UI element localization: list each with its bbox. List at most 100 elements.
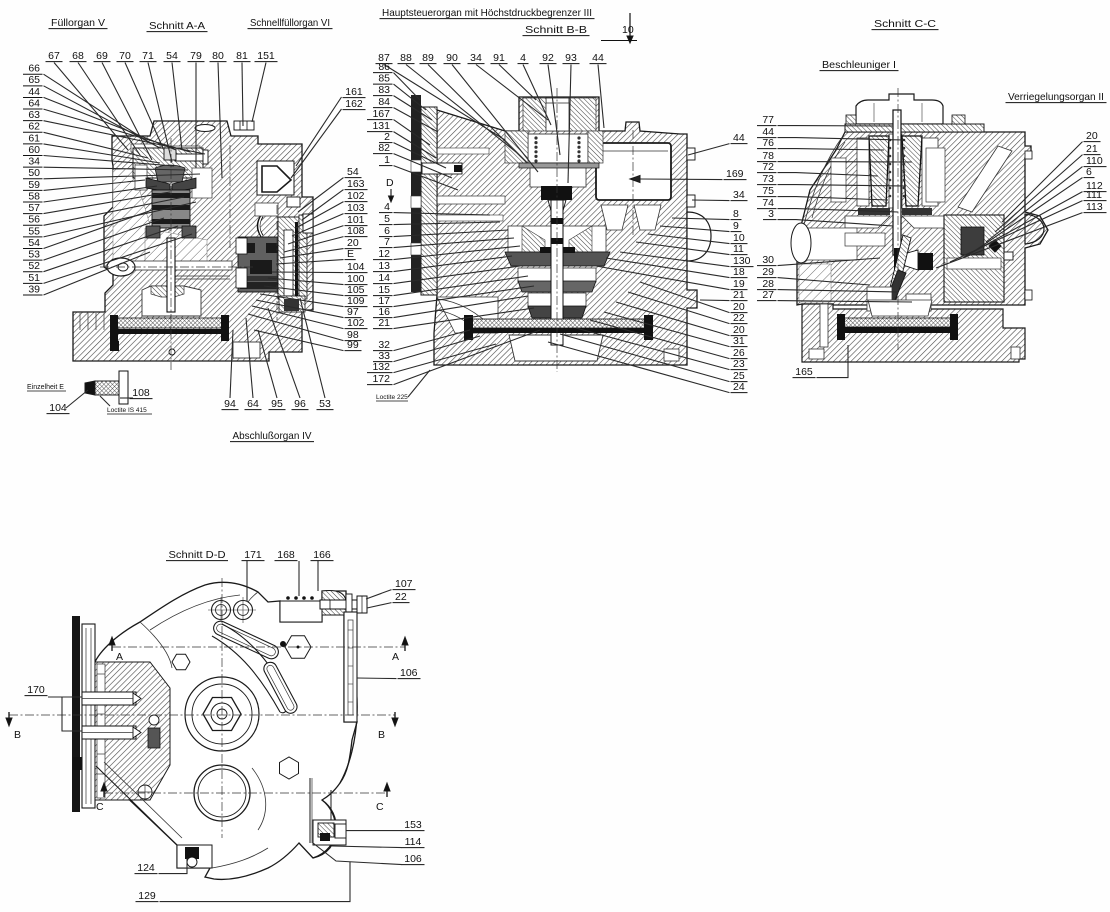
svg-text:57: 57: [28, 202, 40, 214]
svg-text:90: 90: [446, 52, 458, 64]
svg-text:Loctite IS 415: Loctite IS 415: [107, 407, 147, 414]
svg-text:74: 74: [762, 197, 774, 209]
svg-text:107: 107: [395, 578, 413, 590]
svg-text:54: 54: [347, 166, 359, 178]
svg-text:50: 50: [28, 167, 40, 179]
svg-text:19: 19: [733, 278, 745, 290]
svg-text:6: 6: [1086, 166, 1092, 178]
svg-text:129: 129: [138, 890, 156, 902]
svg-text:70: 70: [119, 50, 131, 62]
svg-text:166: 166: [313, 549, 331, 561]
svg-text:104: 104: [49, 402, 67, 414]
svg-text:104: 104: [347, 261, 365, 273]
svg-text:167: 167: [372, 108, 390, 120]
svg-text:59: 59: [28, 179, 40, 191]
svg-text:31: 31: [733, 335, 745, 347]
svg-text:A: A: [392, 651, 399, 663]
svg-text:5: 5: [384, 213, 390, 225]
svg-text:21: 21: [733, 289, 745, 301]
svg-text:56: 56: [28, 214, 40, 226]
svg-text:96: 96: [294, 398, 306, 410]
svg-text:89: 89: [422, 52, 434, 64]
svg-text:A: A: [116, 651, 123, 663]
svg-text:10: 10: [733, 232, 745, 244]
svg-text:88: 88: [400, 52, 412, 64]
svg-text:83: 83: [378, 84, 390, 96]
svg-text:Schnitt A-A: Schnitt A-A: [149, 20, 205, 32]
svg-text:114: 114: [405, 836, 422, 848]
svg-text:32: 32: [378, 339, 390, 351]
svg-text:81: 81: [236, 50, 248, 62]
svg-text:64: 64: [28, 97, 40, 109]
svg-text:162: 162: [345, 98, 363, 110]
svg-text:34: 34: [470, 52, 482, 64]
svg-text:94: 94: [224, 398, 236, 410]
svg-text:7: 7: [384, 236, 390, 248]
svg-text:33: 33: [378, 350, 390, 362]
svg-text:12: 12: [378, 248, 390, 260]
svg-text:9: 9: [733, 220, 739, 232]
svg-text:1: 1: [384, 154, 390, 166]
svg-text:169: 169: [726, 168, 744, 180]
svg-text:21: 21: [1086, 143, 1098, 155]
svg-text:22: 22: [733, 312, 745, 324]
svg-text:Beschleuniger I: Beschleuniger I: [822, 59, 896, 71]
svg-text:52: 52: [28, 260, 40, 272]
svg-text:172: 172: [372, 373, 390, 385]
svg-text:2: 2: [384, 131, 390, 143]
svg-text:69: 69: [96, 50, 108, 62]
svg-text:11: 11: [733, 243, 744, 255]
svg-text:Schnitt B-B: Schnitt B-B: [525, 24, 587, 36]
svg-text:6: 6: [384, 225, 390, 237]
svg-text:113: 113: [1086, 201, 1103, 213]
svg-text:58: 58: [28, 190, 40, 202]
svg-text:Abschlußorgan IV: Abschlußorgan IV: [233, 430, 312, 442]
svg-text:63: 63: [28, 109, 40, 121]
svg-text:161: 161: [345, 86, 363, 98]
svg-text:106: 106: [400, 667, 418, 679]
svg-text:108: 108: [347, 225, 365, 237]
svg-text:54: 54: [166, 50, 178, 62]
svg-text:62: 62: [28, 121, 40, 133]
svg-text:22: 22: [395, 591, 407, 603]
svg-text:87: 87: [378, 52, 390, 64]
svg-text:153: 153: [404, 819, 422, 831]
svg-text:20: 20: [347, 237, 359, 249]
svg-text:14: 14: [378, 272, 390, 284]
svg-text:51: 51: [28, 272, 40, 284]
svg-text:16: 16: [378, 306, 390, 318]
svg-text:21: 21: [378, 317, 390, 329]
svg-text:4: 4: [384, 201, 390, 213]
svg-text:Loctite 225: Loctite 225: [376, 394, 408, 401]
svg-text:112: 112: [1086, 180, 1103, 192]
svg-text:55: 55: [28, 225, 40, 237]
svg-text:20: 20: [733, 301, 745, 313]
svg-text:15: 15: [378, 284, 390, 296]
svg-text:99: 99: [347, 339, 359, 351]
svg-text:66: 66: [28, 63, 40, 75]
svg-text:23: 23: [733, 358, 745, 370]
svg-text:60: 60: [28, 144, 40, 156]
svg-text:101: 101: [347, 214, 365, 226]
svg-text:39: 39: [28, 283, 40, 295]
svg-text:110: 110: [1086, 155, 1103, 167]
svg-text:E: E: [347, 248, 354, 260]
svg-text:13: 13: [378, 260, 390, 272]
svg-text:Füllorgan V: Füllorgan V: [51, 17, 105, 29]
svg-text:28: 28: [762, 278, 774, 290]
svg-text:53: 53: [28, 249, 40, 261]
svg-text:65: 65: [28, 74, 40, 86]
svg-text:Hauptsteuerorgan mit Höchstdru: Hauptsteuerorgan mit Höchstdruckbegrenze…: [382, 7, 592, 19]
svg-text:34: 34: [733, 189, 745, 201]
svg-text:79: 79: [190, 50, 202, 62]
svg-text:132: 132: [372, 361, 390, 373]
svg-text:Schnellfüllorgan VI: Schnellfüllorgan VI: [250, 17, 330, 29]
svg-text:34: 34: [28, 156, 40, 168]
svg-text:86: 86: [378, 61, 390, 73]
svg-text:44: 44: [28, 86, 40, 98]
svg-text:80: 80: [212, 50, 224, 62]
svg-text:44: 44: [733, 132, 745, 144]
svg-text:105: 105: [347, 284, 365, 296]
svg-text:24: 24: [733, 381, 745, 393]
svg-text:98: 98: [347, 329, 359, 341]
